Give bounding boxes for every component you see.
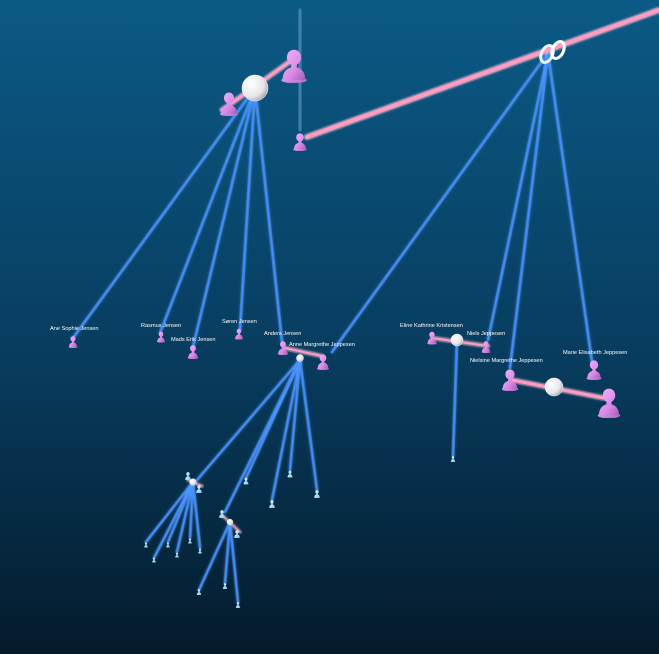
union-ball-icon[interactable] <box>189 478 197 486</box>
label-layer: Ane Sophie Jensen Rasmus Jensen Mads Eri… <box>50 319 627 364</box>
union-ball-icon[interactable] <box>226 518 234 526</box>
child-link <box>239 87 256 331</box>
person-label: Marie Elisabeth Jeppesen <box>563 350 627 356</box>
child-link <box>167 481 194 543</box>
union-ball-icon[interactable] <box>544 377 564 397</box>
child-link <box>198 521 231 591</box>
child-link <box>153 481 194 559</box>
child-link <box>271 359 301 501</box>
child-link <box>189 481 194 539</box>
child-link <box>224 521 231 584</box>
person-label: Søren Jensen <box>222 319 257 325</box>
child-link <box>192 481 201 549</box>
child-link <box>254 87 283 343</box>
child-link <box>509 52 549 369</box>
child-link <box>192 87 256 348</box>
node-layer <box>68 40 621 608</box>
person-label: Niels Jeppesen <box>467 331 505 337</box>
partner-link <box>284 347 323 357</box>
person-label: Eline Kathrine Kristensen <box>400 323 463 329</box>
child-link <box>487 52 549 341</box>
child-link <box>145 481 194 543</box>
child-link <box>289 359 301 471</box>
child-link <box>547 52 593 363</box>
child-link <box>159 87 256 334</box>
person-label: Rasmus Jensen <box>141 323 181 329</box>
partner-link <box>305 8 659 139</box>
person-label: Mads Erik Jensen <box>171 337 215 343</box>
child-link <box>72 87 256 339</box>
person-label: Anders Jensen <box>264 331 301 337</box>
child-link <box>196 359 301 481</box>
link-layer <box>71 6 659 604</box>
person-label: Nielsine Margrethe Jeppesen <box>470 358 543 364</box>
child-link <box>331 52 549 353</box>
person-label: Anne Margrethe Jeppesen <box>289 342 355 348</box>
union-ball-icon[interactable] <box>296 354 304 362</box>
child-link <box>176 481 194 553</box>
child-link <box>224 359 301 513</box>
union-ball-icon[interactable] <box>241 74 269 102</box>
wedding-rings-icon[interactable] <box>538 40 567 65</box>
child-link <box>452 339 458 457</box>
union-ball-icon[interactable] <box>450 333 464 347</box>
child-link <box>229 521 239 603</box>
child-link <box>299 359 318 491</box>
person-label: Ane Sophie Jensen <box>50 326 99 332</box>
